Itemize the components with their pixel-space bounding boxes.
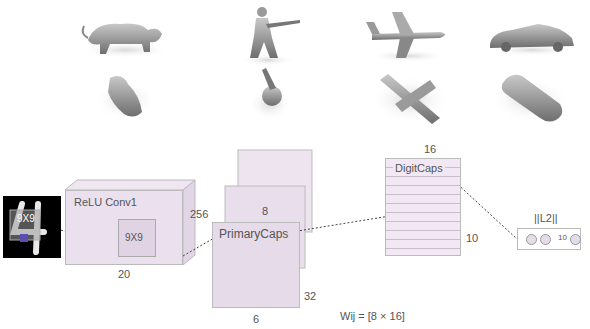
node-text: 9X9 [125,232,143,244]
toy-photo [370,74,450,124]
dimension-label: 20 [118,268,130,281]
length-output-box: ||L2||10 [517,228,581,250]
conv-layer-box: ReLU Conv1 9X9 [65,190,183,265]
dimension-label: 16 [424,143,436,156]
toy-photo [488,24,576,56]
toy-photo [80,24,170,58]
toy-photo [95,76,155,120]
capsule-dot [540,234,551,245]
kernel-box: 9X9 [118,219,156,257]
block-depth [65,180,195,265]
dimension-label: 6 [253,313,259,326]
projection-line [461,187,517,239]
dimension-label: 8 [262,205,268,218]
input-image [3,196,61,258]
capsule-dot [570,234,581,245]
node-text: 9X9 [17,213,35,225]
dimension-label: 32 [304,290,316,303]
node-text: 10 [558,233,567,242]
node-text: ReLU Conv1 [74,196,137,209]
capsule-dot [526,234,537,245]
dimension-label: 10 [466,232,478,245]
toy-photo [366,12,448,62]
dimension-label: Wij = [8 × 16] [340,310,405,323]
projection-line [300,217,385,231]
projection-line [183,239,212,256]
node-text: DigitCaps [393,162,445,175]
toy-photo [490,75,570,122]
digit-caps-box: DigitCaps [385,158,461,256]
primary-caps-box: PrimaryCaps [212,222,300,308]
node-text: PrimaryCaps [219,228,288,242]
node-text: ||L2|| [534,212,558,225]
toy-photo [240,7,300,66]
dimension-label: 256 [190,208,208,221]
toy-photo [248,68,292,120]
input-image-box: 9X9 [3,196,61,258]
